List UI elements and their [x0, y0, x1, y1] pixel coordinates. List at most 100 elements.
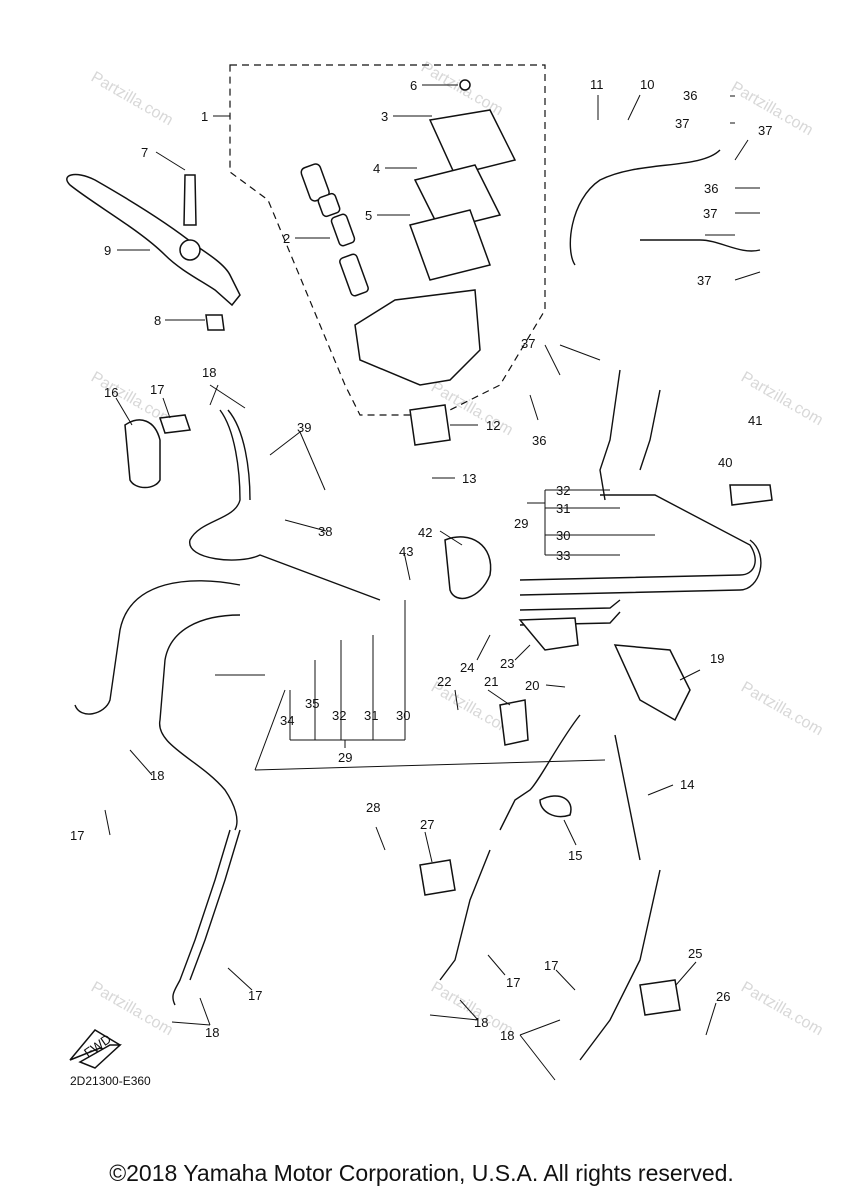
- callout-17b: 17: [70, 828, 84, 843]
- reservoir-cap: [428, 109, 517, 176]
- brake-light-switch: [409, 404, 451, 446]
- callout-32b: 32: [332, 708, 346, 723]
- brake-hose-right: [639, 389, 661, 471]
- callout-17: 17: [150, 382, 164, 397]
- watermark: Partzilla.com: [738, 979, 826, 1040]
- callout-31a: 31: [556, 501, 570, 516]
- lever-pivot-bolt: [183, 174, 197, 226]
- callout-30b: 30: [396, 708, 410, 723]
- callout-17c: 17: [248, 988, 262, 1003]
- callout-1: 1: [201, 109, 208, 124]
- callout-15: 15: [568, 848, 582, 863]
- lever-nut: [205, 314, 225, 331]
- callout-17e: 17: [544, 958, 558, 973]
- callout-43: 43: [399, 544, 413, 559]
- callout-23: 23: [500, 656, 514, 671]
- callout-29a: 29: [514, 516, 528, 531]
- callout-18: 18: [202, 365, 216, 380]
- callout-37e: 37: [521, 336, 535, 351]
- callout-18e: 18: [500, 1028, 514, 1043]
- callout-5: 5: [365, 208, 372, 223]
- callout-32a: 32: [556, 483, 570, 498]
- master-cylinder-group-outline: [229, 64, 546, 416]
- callout-12: 12: [486, 418, 500, 433]
- callout-42: 42: [418, 525, 432, 540]
- callout-28: 28: [366, 800, 380, 815]
- callout-13: 13: [462, 471, 476, 486]
- callout-36a: 36: [683, 88, 697, 103]
- brake-hose-right-lower: [579, 869, 661, 1061]
- brake-hose-upper: [189, 409, 381, 601]
- callout-31b: 31: [364, 708, 378, 723]
- callout-26: 26: [716, 989, 730, 1004]
- copyright-notice: ©2018 Yamaha Motor Corporation, U.S.A. A…: [109, 1160, 734, 1186]
- brake-pipe-bundle: [519, 599, 621, 611]
- callout-20: 20: [525, 678, 539, 693]
- brake-hose-right-upper: [640, 239, 761, 252]
- diagram-code: 2D21300-E360: [70, 1074, 151, 1088]
- brake-hose-right: [599, 369, 621, 501]
- lever-pivot: [179, 239, 201, 261]
- callout-9: 9: [104, 243, 111, 258]
- callout-22: 22: [437, 674, 451, 689]
- callout-21: 21: [484, 674, 498, 689]
- brake-hose-upper: [227, 409, 251, 501]
- callout-7: 7: [141, 145, 148, 160]
- callout-17d: 17: [506, 975, 520, 990]
- piston-kit: [300, 163, 369, 297]
- brake-hose-right-lower: [499, 714, 581, 831]
- master-cylinder-body: [354, 289, 481, 386]
- clip: [539, 795, 572, 818]
- callout-38: 38: [318, 524, 332, 539]
- hose-guide: [518, 617, 579, 651]
- watermark: Partzilla.com: [88, 979, 176, 1040]
- callout-33: 33: [556, 548, 570, 563]
- brake-pipe-bundle: [519, 539, 762, 596]
- callout-25: 25: [688, 946, 702, 961]
- hose-clamp: [499, 699, 529, 746]
- callout-41: 41: [748, 413, 762, 428]
- banjo-bolt: [158, 414, 192, 434]
- pipe-clamp: [729, 484, 773, 506]
- callout-24: 24: [460, 660, 474, 675]
- brake-hose-right-lower: [439, 849, 491, 981]
- callout-37c: 37: [703, 206, 717, 221]
- watermark: Partzilla.com: [88, 69, 176, 130]
- brake-hose-left-lower: [189, 829, 241, 981]
- brake-hose-left: [159, 614, 241, 831]
- hose-holder-bracket: [613, 644, 691, 722]
- brake-hose-right-lower: [614, 734, 641, 861]
- pipe-holder: [444, 536, 492, 600]
- callout-16: 16: [104, 385, 118, 400]
- callout-34: 34: [280, 713, 294, 728]
- leader-lines: [104, 84, 761, 1081]
- callout-36b: 36: [704, 181, 718, 196]
- diaphragm: [409, 209, 491, 281]
- callout-37d: 37: [697, 273, 711, 288]
- callout-4: 4: [373, 161, 380, 176]
- callout-14: 14: [680, 777, 694, 792]
- parts-diagram: Partzilla.com Partzilla.com Partzilla.co…: [66, 59, 826, 1081]
- callout-30a: 30: [556, 528, 570, 543]
- brake-hose-right-upper: [569, 149, 721, 266]
- callout-18d: 18: [474, 1015, 488, 1030]
- cap-screw: [459, 79, 471, 91]
- callout-3: 3: [381, 109, 388, 124]
- callout-11: 11: [590, 77, 604, 92]
- holder: [419, 859, 456, 896]
- callout-29b: 29: [338, 750, 352, 765]
- callout-18c: 18: [205, 1025, 219, 1040]
- hose-stay: [639, 979, 681, 1016]
- brake-hose-left-lower: [172, 829, 231, 1006]
- callout-10: 10: [640, 77, 654, 92]
- callout-37b: 37: [758, 123, 772, 138]
- fwd-arrow-icon: FWD: [69, 1029, 122, 1069]
- callout-40: 40: [718, 455, 732, 470]
- watermark: Partzilla.com: [738, 679, 826, 740]
- callout-2: 2: [283, 231, 290, 246]
- callout-39: 39: [297, 420, 311, 435]
- callout-8: 8: [154, 313, 161, 328]
- brake-lever: [66, 173, 241, 307]
- callout-35: 35: [305, 696, 319, 711]
- reservoir-plate: [413, 164, 502, 231]
